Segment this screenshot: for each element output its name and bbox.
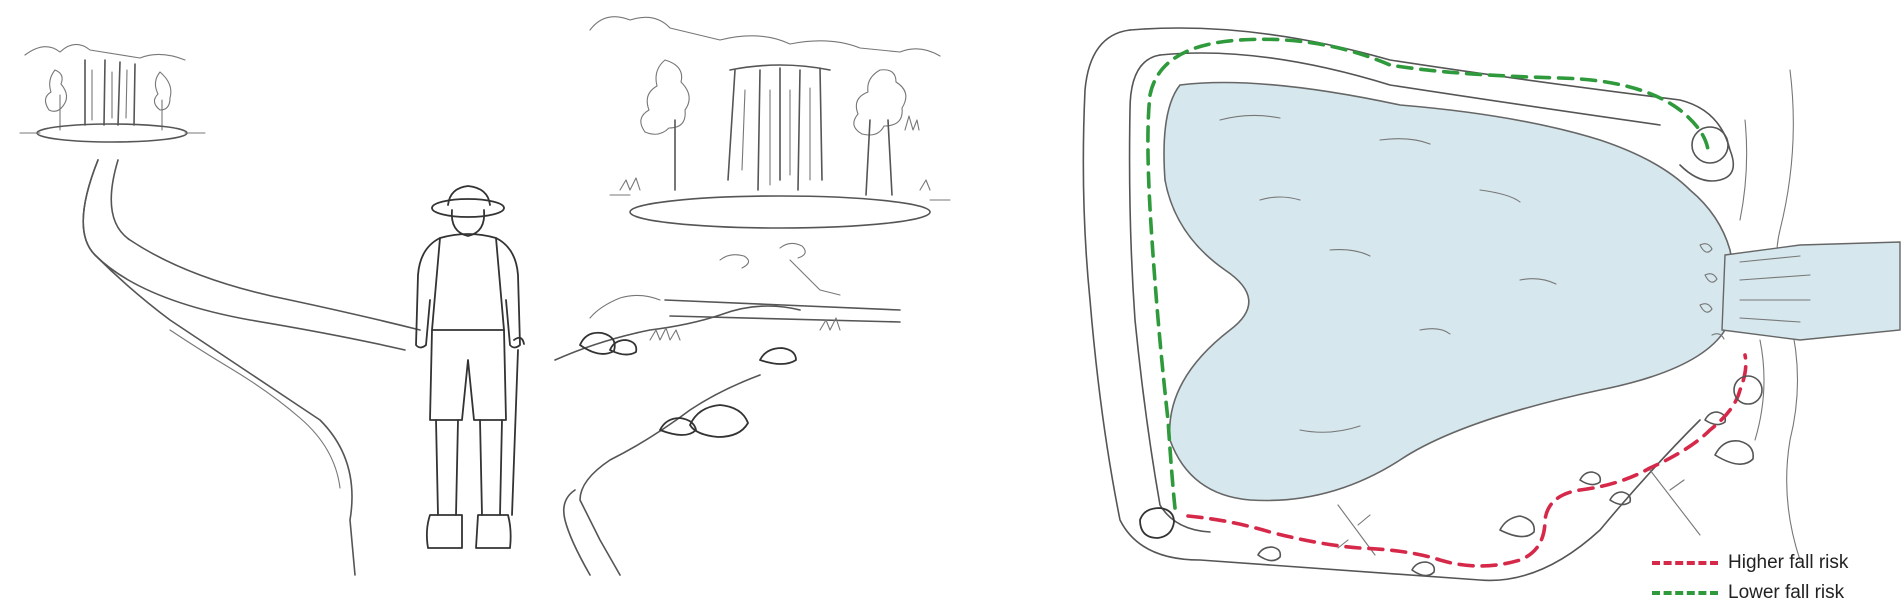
trail-outline-inner: [1128, 54, 1211, 533]
legend-label: Lower fall risk: [1728, 582, 1845, 603]
trail-outline-outer: [1082, 29, 1701, 582]
lower-risk-swatch: [1652, 591, 1718, 595]
route-legend: Higher fall risk Lower fall risk: [1652, 548, 1892, 608]
higher-risk-route: [1186, 353, 1748, 568]
distant-waterfall-left: [19, 43, 206, 143]
hiker-figure: [415, 185, 525, 549]
legend-label: Higher fall risk: [1728, 552, 1849, 573]
waterfall-scene-right: [589, 16, 951, 229]
lower-risk-route: [1146, 37, 1710, 510]
waterfall-inflow: [1699, 241, 1901, 341]
right-trail: [554, 242, 901, 576]
lake-water: [1163, 81, 1734, 502]
legend-item-higher-risk: Higher fall risk: [1652, 548, 1892, 578]
legend-item-lower-risk: Lower fall risk: [1652, 578, 1892, 608]
fork-in-trail-illustration: [19, 16, 951, 576]
left-trail: [82, 159, 421, 576]
higher-risk-swatch: [1652, 561, 1718, 565]
